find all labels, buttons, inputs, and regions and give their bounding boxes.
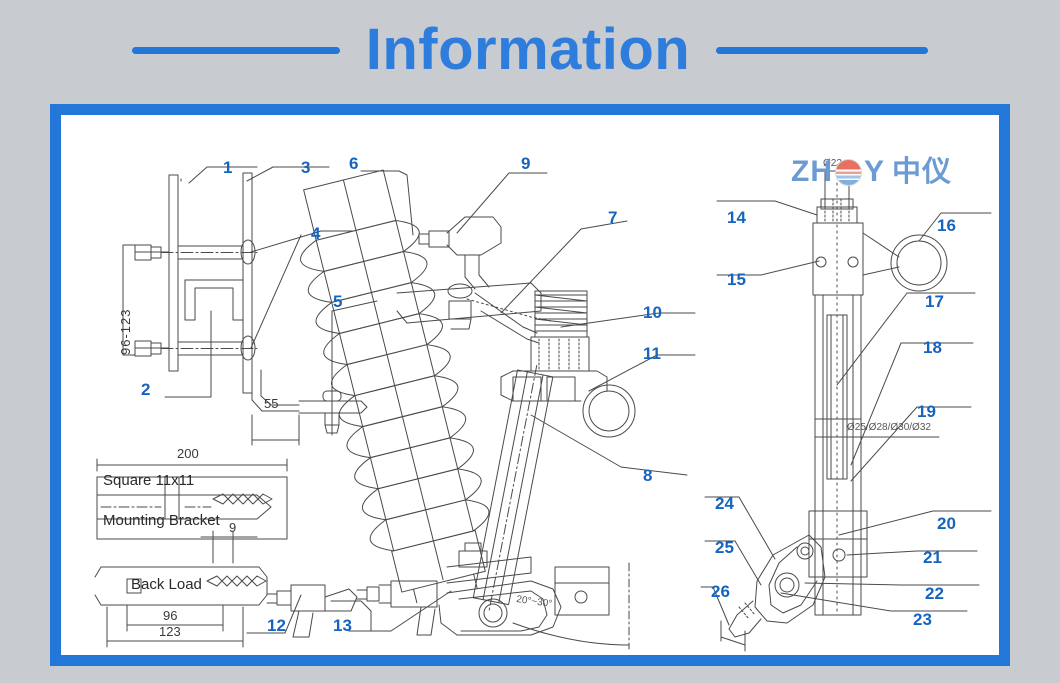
callout-13: 13 <box>333 616 352 635</box>
callout-7: 7 <box>608 208 618 227</box>
logo-latin-before: ZH <box>791 155 833 188</box>
callout-22: 22 <box>925 584 944 603</box>
callout-15: 15 <box>727 270 746 289</box>
dimension-width-200: 200 <box>177 446 199 461</box>
dimension-diameter-22: Ø22 <box>823 158 842 169</box>
callout-6: 6 <box>349 154 359 173</box>
figure-canvas: 1 2 3 4 5 6 7 8 9 10 11 12 13 14 15 16 1… <box>61 115 999 655</box>
callout-1: 1 <box>223 158 233 177</box>
callout-2: 2 <box>141 380 151 399</box>
dimension-96: 96 <box>163 608 178 623</box>
page-title: Information <box>365 17 691 82</box>
dimension-9: 9 <box>229 520 237 535</box>
technical-drawing <box>94 164 992 652</box>
label-mounting-bracket: Mounting Bracket <box>103 512 220 529</box>
callout-12: 12 <box>267 616 286 635</box>
callout-18: 18 <box>923 338 942 357</box>
callout-23: 23 <box>913 610 932 629</box>
dimension-diameter-set: Ø25/Ø28/Ø30/Ø32 <box>847 422 931 433</box>
callout-11: 11 <box>643 344 661 363</box>
label-back-load: Back Load <box>131 576 202 593</box>
header-rule-left <box>131 46 340 54</box>
logo-latin-text: ZH Y <box>791 157 885 187</box>
callout-24: 24 <box>715 494 734 513</box>
figure-frame: 1 2 3 4 5 6 7 8 9 10 11 12 13 14 15 16 1… <box>50 104 1010 666</box>
callout-26: 26 <box>711 582 730 601</box>
brand-logo: ZH Y 中仪 <box>791 157 952 187</box>
logo-latin-after: Y <box>864 155 886 188</box>
callout-5: 5 <box>333 292 343 311</box>
callout-3: 3 <box>301 158 311 177</box>
callout-20: 20 <box>937 514 956 533</box>
dimension-bracket-span: 96-123 <box>118 308 133 355</box>
callout-10: 10 <box>643 303 662 322</box>
callout-21: 21 <box>923 548 942 567</box>
header-rule-right <box>716 46 929 54</box>
callout-25: 25 <box>715 538 734 557</box>
sun-logo-icon <box>835 158 862 186</box>
callout-9: 9 <box>521 154 531 173</box>
callout-16: 16 <box>937 216 956 235</box>
callout-17: 17 <box>925 292 944 311</box>
dimension-123: 123 <box>159 624 181 639</box>
callout-4: 4 <box>311 224 321 243</box>
logo-chinese-text: 中仪 <box>892 155 953 188</box>
callout-8: 8 <box>643 466 653 485</box>
callout-14: 14 <box>727 208 746 227</box>
callout-19: 19 <box>917 402 936 421</box>
label-square-spec: Square 11x11 <box>103 472 195 489</box>
page-header: Information <box>0 0 1060 100</box>
dimension-offset-55: 55 <box>264 396 279 411</box>
